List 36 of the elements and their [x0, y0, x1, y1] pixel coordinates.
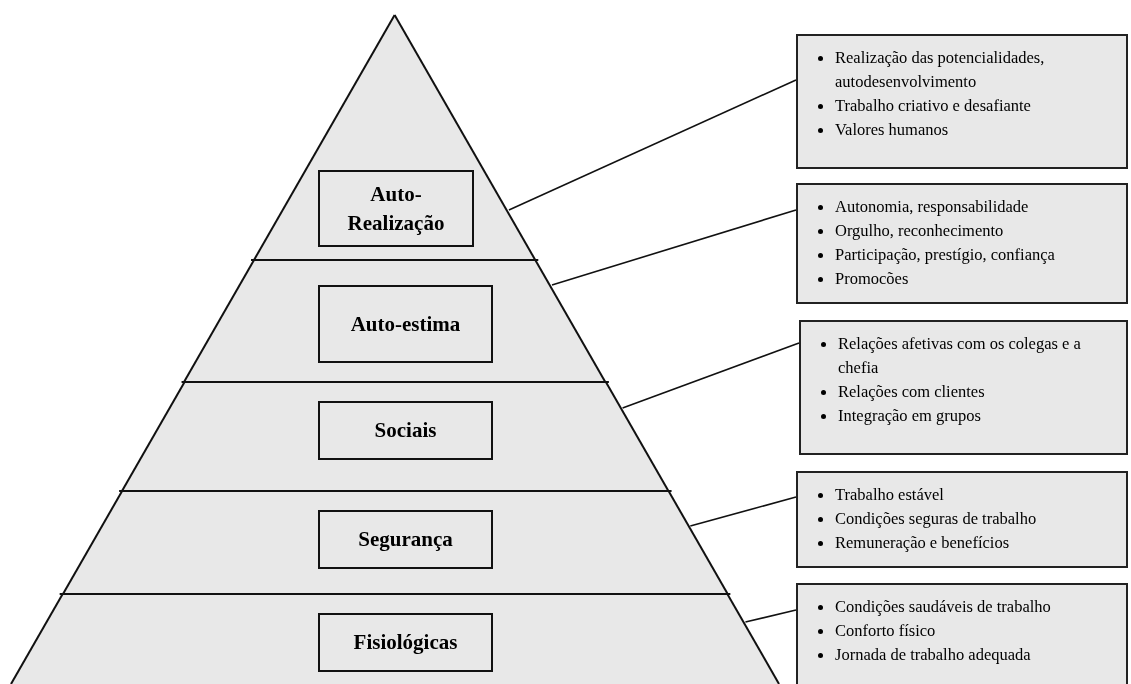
connector-line: [508, 79, 797, 211]
list-item-text: Relações com clientes: [838, 381, 985, 403]
list-item-text: Orgulho, reconhecimento: [835, 220, 1004, 242]
list-item-text: Realização das potencialidades, autodesenvolvimento: [835, 47, 1046, 93]
list-item-text: Participação, prestígio, confiança: [835, 244, 1055, 266]
level-name: Sociais: [373, 417, 438, 445]
level-label-box: [318, 285, 493, 363]
connector-line: [621, 342, 800, 409]
connector-line: [551, 209, 797, 286]
list-item-text: Condições saudáveis de trabalho: [835, 596, 1051, 618]
list-item-text: Conforto físico: [835, 620, 936, 642]
list-item-text: Trabalho estável: [835, 484, 944, 506]
list-item-text: Jornada de trabalho adequada: [835, 644, 1031, 666]
needs-list-panel: [799, 320, 1128, 455]
list-item-text: Valores humanos: [835, 119, 949, 141]
level-label-box: [318, 510, 493, 569]
level-name: Fisiológicas: [352, 629, 459, 657]
needs-list-panel: [796, 583, 1128, 684]
level-label-box: [318, 613, 493, 672]
list-item-text: Relações afetivas com os colegas e a chefia: [838, 333, 1082, 379]
list-item-text: Integração em grupos: [838, 405, 981, 427]
level-label-box: [318, 170, 474, 247]
list-item-text: Remuneração e benefícios: [835, 532, 1010, 554]
connector-line: [689, 496, 797, 527]
list-item-text: Promocões: [835, 268, 909, 290]
level-label-box: [318, 401, 493, 460]
level-name: Auto-estima: [349, 310, 462, 338]
needs-list-panel: [796, 471, 1128, 568]
connector-line: [744, 609, 797, 623]
list-item-text: Condições seguras de trabalho: [835, 508, 1037, 530]
level-name: Segurança: [357, 526, 454, 554]
needs-list-panel: [796, 34, 1128, 169]
list-item-text: Autonomia, responsabilidade: [835, 196, 1029, 218]
list-item-text: Trabalho criativo e desafiante: [835, 95, 1031, 117]
level-name: Auto-Realização: [346, 181, 446, 237]
needs-list-panel: [796, 183, 1128, 304]
